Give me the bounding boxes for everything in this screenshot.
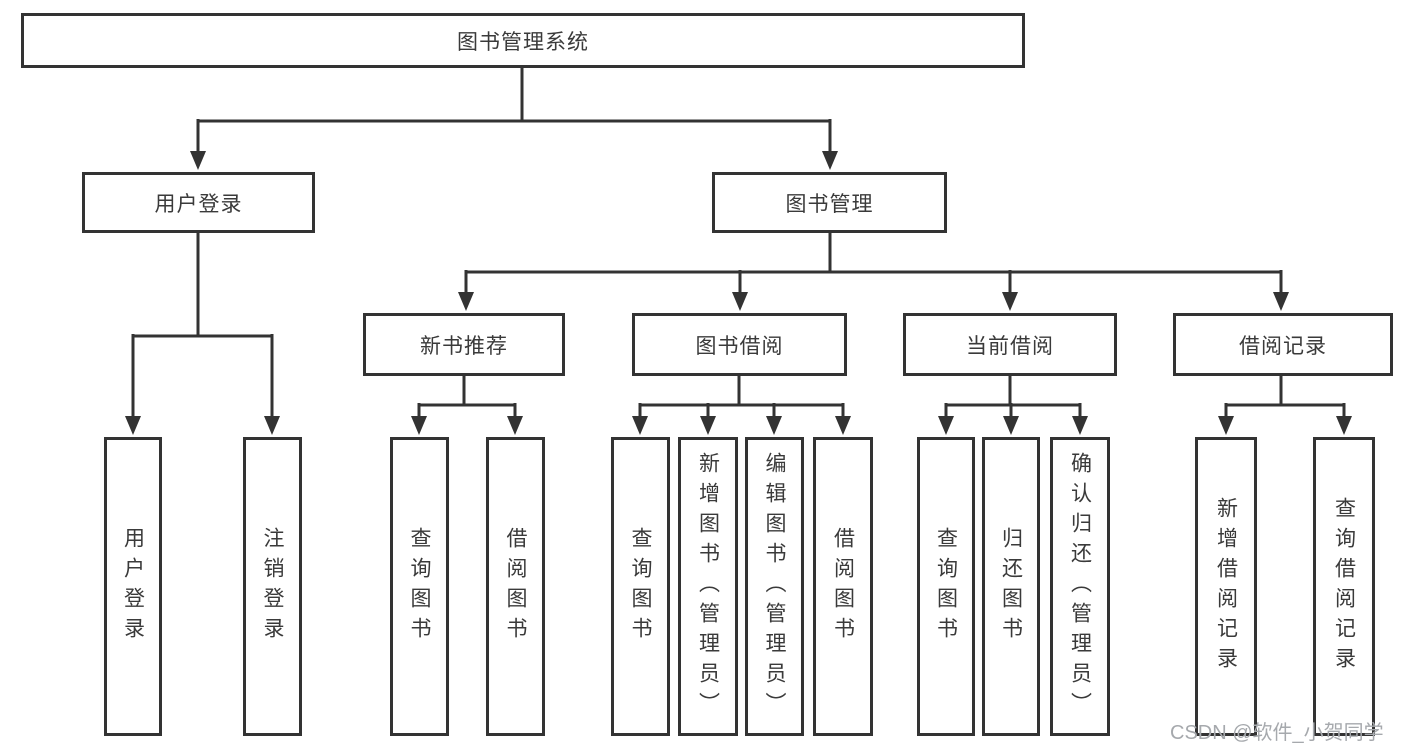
leaf-label: 归还图书 [999,526,1023,647]
arrowhead-icon [938,416,954,435]
connector-line [417,376,517,419]
leaf-label: 借阅图书 [831,526,855,647]
leaf-label: 借阅图书 [504,526,527,647]
connector-book-mgmt-to-level3 [458,233,1289,311]
leaf-query-books: 查询图书 [917,437,975,736]
leaf-label: 确认归还（管理员） [1068,451,1092,722]
arrowhead-icon [766,416,782,435]
leaf-query-books: 查询图书 [611,437,670,736]
leaf-edit-books-admin: 编辑图书（管理员） [745,437,804,736]
arrowhead-icon [1218,416,1234,435]
node-label: 当前借阅 [966,334,1054,358]
node-label: 图书借阅 [695,334,784,358]
arrowhead-icon [264,416,280,435]
leaf-label: 用户登录 [121,526,145,647]
connector-line [196,68,832,153]
arrowhead-icon [125,416,141,435]
node-current-borrow: 当前借阅 [903,313,1117,376]
leaf-add-borrow-record: 新增借阅记录 [1195,437,1257,736]
connector-line [464,233,1283,295]
node-book-borrow: 图书借阅 [632,313,847,376]
connector-line [1224,376,1346,419]
leaf-borrow-books: 借阅图书 [813,437,873,736]
connector-borrow-records-subtree [1218,376,1352,435]
leaf-logout: 注销登录 [243,437,302,736]
arrowhead-icon [1273,292,1289,311]
leaf-query-books: 查询图书 [390,437,449,736]
connector-root-to-level2 [190,68,838,170]
leaf-user-login: 用户登录 [104,437,162,736]
connector-line [944,376,1082,419]
leaf-label: 查询图书 [934,526,958,647]
connector-current-borrow-subtree [938,376,1088,435]
arrowhead-icon [1003,416,1019,435]
node-label: 借阅记录 [1239,334,1327,358]
arrowhead-icon [632,416,648,435]
arrowhead-icon [507,416,523,435]
leaf-label: 编辑图书（管理员） [763,451,786,722]
leaf-label: 新增借阅记录 [1214,496,1238,677]
node-label: 图书管理系统 [457,30,589,54]
leaf-borrow-books: 借阅图书 [486,437,545,736]
arrowhead-icon [1336,416,1352,435]
connector-user-login-subtree [125,233,280,435]
node-new-book-recommend: 新书推荐 [363,313,565,376]
leaf-label: 查询图书 [408,526,431,647]
node-borrow-records: 借阅记录 [1173,313,1393,376]
arrowhead-icon [1002,292,1018,311]
node-root-system: 图书管理系统 [21,13,1025,68]
leaf-confirm-return-admin: 确认归还（管理员） [1050,437,1110,736]
csdn-watermark: CSDN @软件_小贺同学 [1170,722,1384,744]
connector-line [638,376,845,419]
arrowhead-icon [732,292,748,311]
leaf-label: 查询借阅记录 [1332,496,1356,677]
node-book-management-module: 图书管理 [712,172,947,233]
arrowhead-icon [700,416,716,435]
arrowhead-icon [190,151,206,170]
arrowhead-icon [1072,416,1088,435]
node-label: 新书推荐 [420,334,508,358]
connector-book-borrow-subtree [632,376,851,435]
arrowhead-icon [411,416,427,435]
leaf-return-books: 归还图书 [982,437,1040,736]
node-user-login-module: 用户登录 [82,172,315,233]
arrowhead-icon [822,151,838,170]
leaf-label: 新增图书（管理员） [696,451,720,722]
leaf-label: 查询图书 [629,526,652,647]
arrowhead-icon [835,416,851,435]
arrowhead-icon [458,292,474,311]
connector-line [131,233,274,418]
connector-new-book-subtree [411,376,523,435]
node-label: 图书管理 [785,192,874,216]
node-label: 用户登录 [154,192,243,216]
leaf-query-borrow-record: 查询借阅记录 [1313,437,1375,736]
leaf-label: 注销登录 [261,526,284,647]
leaf-add-books-admin: 新增图书（管理员） [678,437,738,736]
